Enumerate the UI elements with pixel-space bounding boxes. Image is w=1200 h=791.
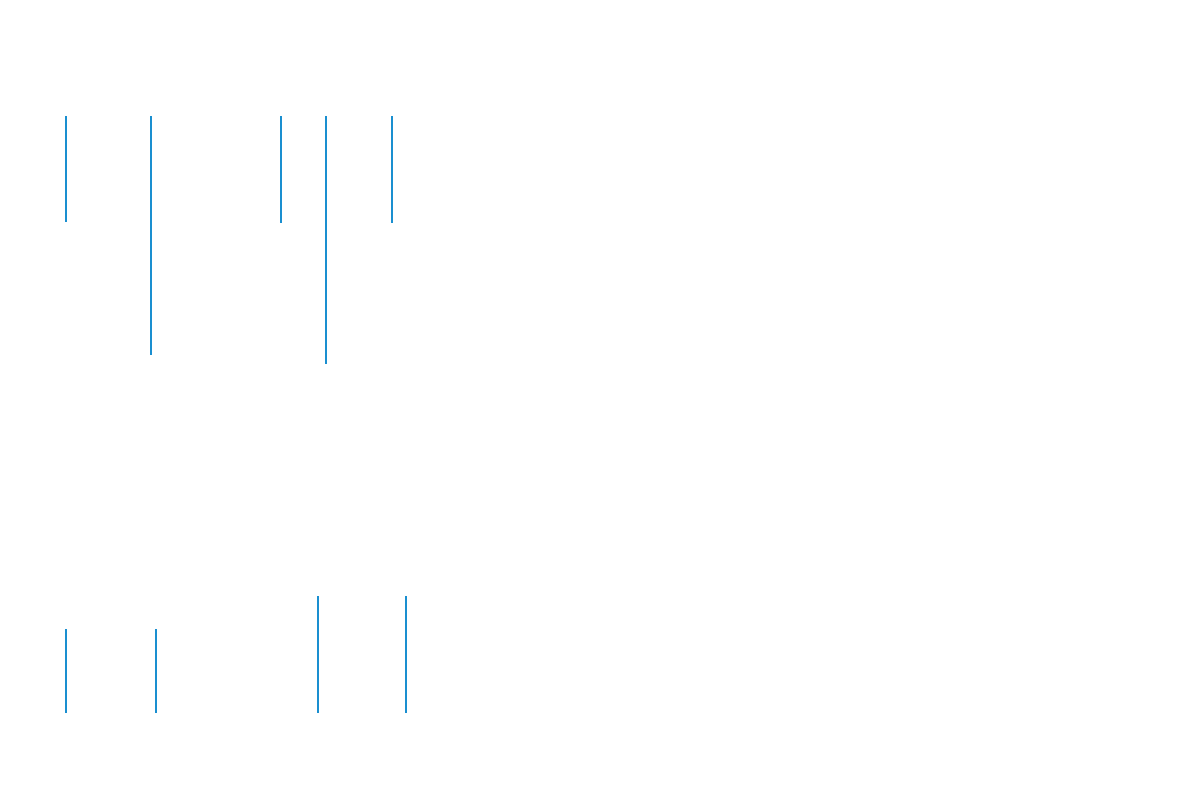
- upper-line-group: [65, 116, 393, 364]
- lower-line-group: [65, 596, 407, 713]
